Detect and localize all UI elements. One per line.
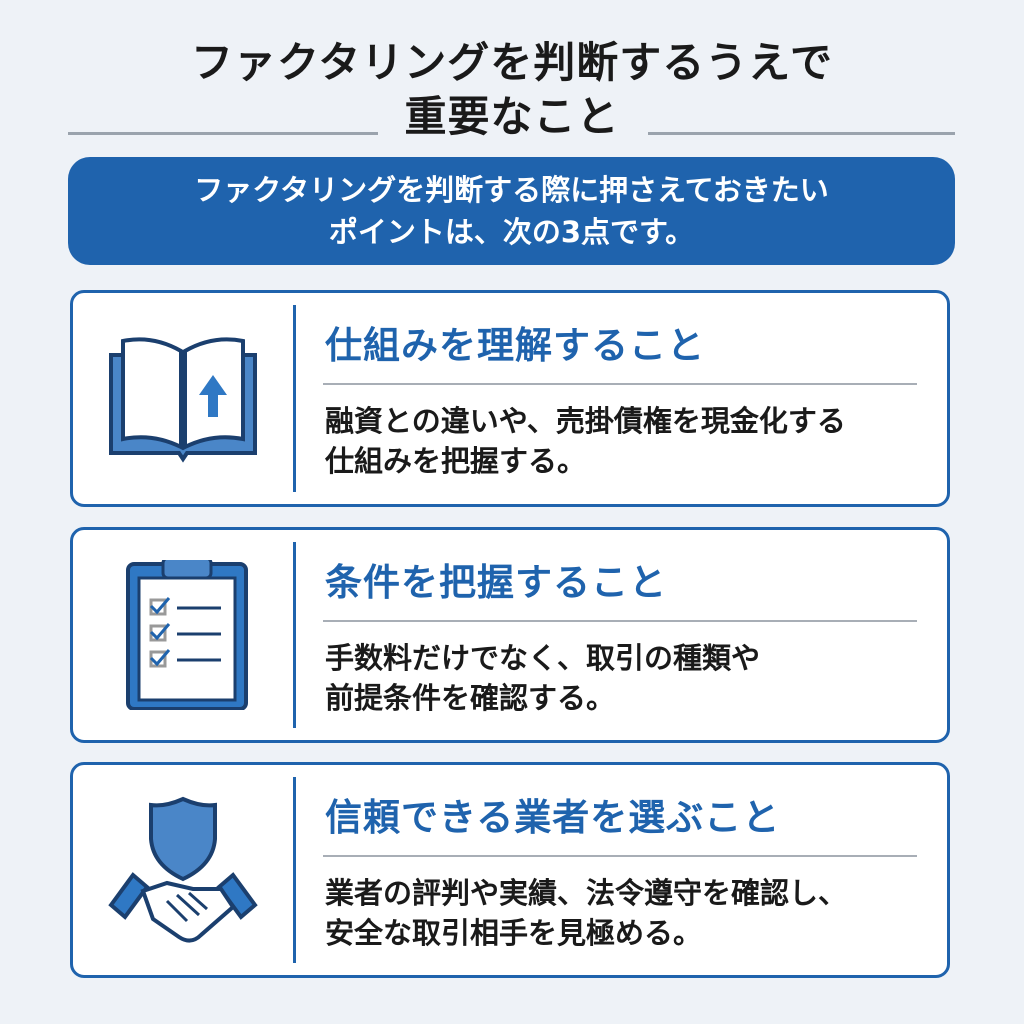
card-body: 業者の評判や実績、法令遵守を確認し、 安全な取引相手を見極める。 [325,873,927,953]
card-divider [293,542,296,728]
card-rule [323,383,917,385]
card-heading: 信頼できる業者を選ぶこと [325,796,781,839]
card-body-line-2: 前提条件を確認する。 [325,681,616,715]
card-body-line-1: 業者の評判や実績、法令遵守を確認し、 [325,876,848,910]
title-line-2: 重要なこと [404,92,620,141]
card-body-line-2: 仕組みを把握する。 [325,444,587,478]
card-body-line-1: 融資との違いや、売掛債権を現金化する [325,404,846,438]
card-body: 手数料だけでなく、取引の種類や 前提条件を確認する。 [325,638,927,718]
point-card-trusted-vendor: 信頼できる業者を選ぶこと 業者の評判や実績、法令遵守を確認し、 安全な取引相手を… [70,762,950,978]
page-title: ファクタリングを判断するうえで 重要なこと [0,36,1024,144]
card-divider [293,777,296,963]
point-card-understand: 仕組みを理解すること 融資との違いや、売掛債権を現金化する 仕組みを把握する。 [70,290,950,507]
title-line-1: ファクタリングを判断するうえで [190,38,834,87]
card-heading: 仕組みを理解すること [325,324,705,367]
card-divider [293,305,296,492]
card-heading: 条件を把握すること [325,561,667,604]
card-rule [323,855,917,857]
clipboard-checklist-icon [103,556,263,711]
title-rule-right [648,132,955,135]
banner-line-1: ファクタリングを判断する際に押さえておきたい [194,173,829,207]
card-body: 融資との違いや、売掛債権を現金化する 仕組みを把握する。 [325,401,927,481]
shield-handshake-icon [103,795,263,945]
book-arrow-up-icon [103,323,263,473]
title-rule-left [68,132,378,135]
intro-banner: ファクタリングを判断する際に押さえておきたい ポイントは、次の3点です。 [68,157,955,265]
banner-line-2: ポイントは、次の3点です。 [328,215,695,249]
card-body-line-1: 手数料だけでなく、取引の種類や [325,641,761,675]
card-body-line-2: 安全な取引相手を見極める。 [325,916,703,950]
point-card-conditions: 条件を把握すること 手数料だけでなく、取引の種類や 前提条件を確認する。 [70,527,950,743]
card-rule [323,620,917,622]
